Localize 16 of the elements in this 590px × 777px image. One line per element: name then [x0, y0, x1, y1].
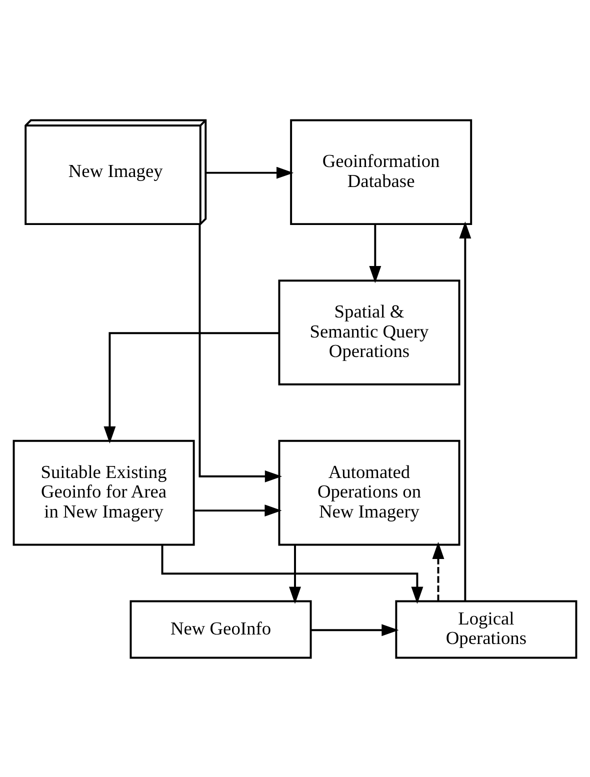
arrow [432, 541, 444, 601]
arrow [198, 224, 282, 482]
arrow [289, 544, 301, 604]
node-box: Logical Operations [395, 600, 578, 658]
arrow [206, 166, 294, 178]
arrow [104, 332, 280, 444]
node-box: Suitable Existing Geoinfo for Area in New Imagery [12, 439, 195, 546]
node-box: Geoinformation Database [290, 118, 472, 225]
node-box: New GeoInfo [130, 600, 312, 658]
arrow [161, 544, 424, 604]
arrow [459, 220, 472, 601]
node-box: Spatial & Semantic Query Operations [278, 279, 460, 385]
arrow [311, 624, 399, 636]
node-box: Automated Operations on New Imagery [278, 439, 460, 546]
arrow [369, 224, 382, 283]
arrow [194, 504, 282, 516]
